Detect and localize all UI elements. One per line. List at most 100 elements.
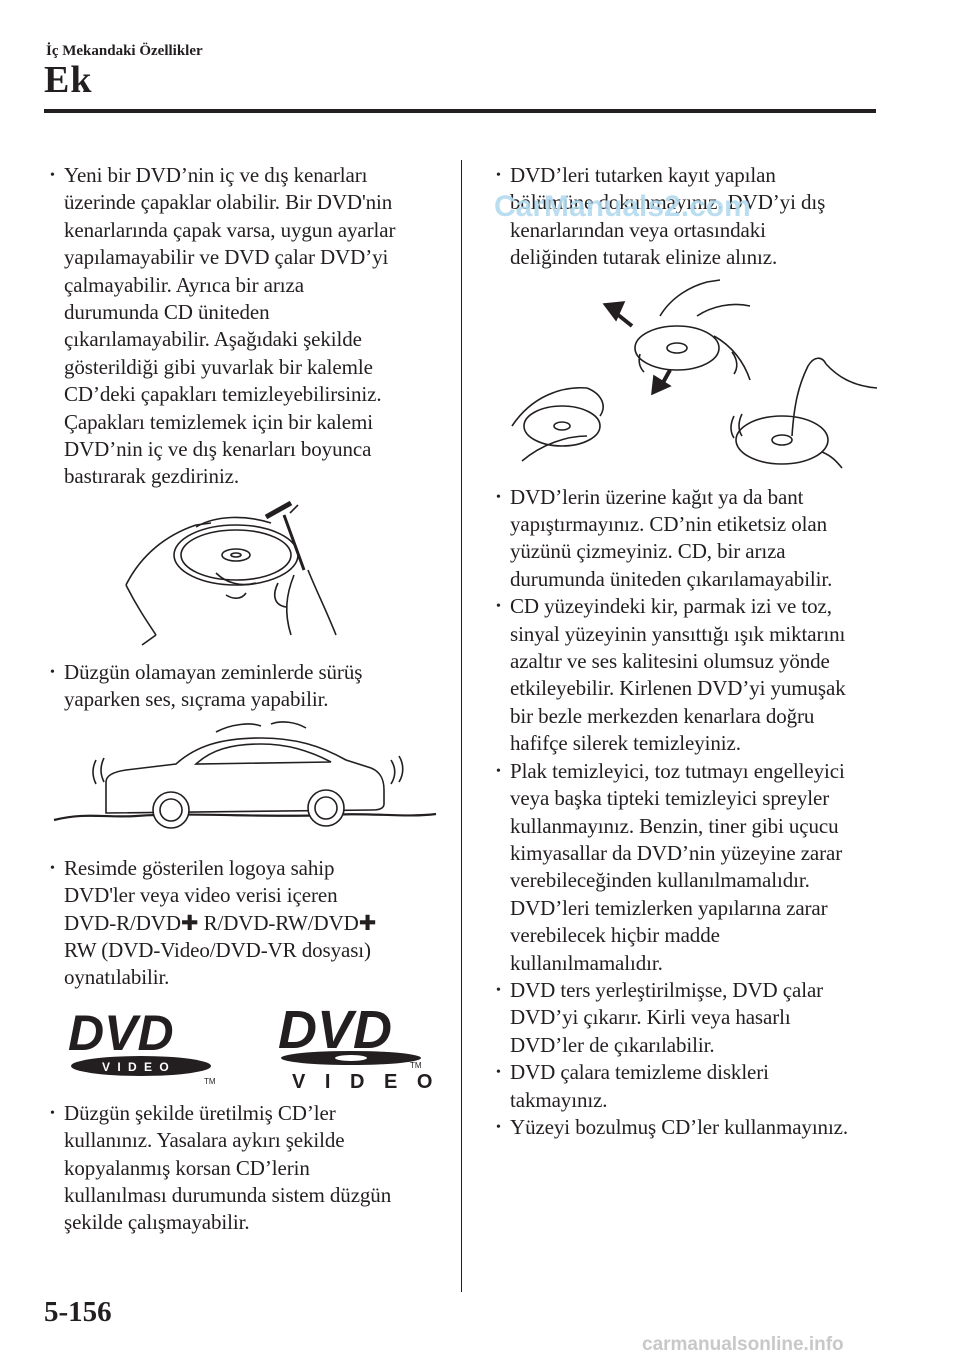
- bullet-text: Yüzeyi bozulmuş CD’ler kullanmayınız.: [510, 1114, 882, 1141]
- bullet-text: DVD çalara temizleme diskleri takmayınız…: [510, 1059, 882, 1114]
- text-line: kopyalanmış korsan CD’lerin: [64, 1155, 310, 1180]
- logo-text: DVD: [278, 1000, 392, 1060]
- text-line: DVD’leri temizlerken yapılarına zarar: [510, 895, 828, 920]
- text-line: CD’deki çapakları temizleyebilirsiniz.: [64, 382, 382, 407]
- logo-subtext: V I D E O: [102, 1060, 171, 1074]
- text-line: çıkarılamayabilir. Aşağıdaki şekilde: [64, 327, 362, 352]
- text-line: DVD’leri tutarken kayıt yapılan: [510, 163, 776, 187]
- car-on-bumpy-road-illustration: [46, 720, 441, 845]
- left-column: • Yeni bir DVD’nin iç ve dış kenarları ü…: [46, 162, 441, 1237]
- list-item: • DVD’lerin üzerine kağıt ya da bant yap…: [492, 484, 882, 594]
- text-line: kullanınız. Yasalara aykırı şekilde: [64, 1128, 345, 1153]
- text-line: kullanmayınız. Benzin, tiner gibi uçucu: [510, 813, 839, 838]
- text-line: takmayınız.: [510, 1087, 608, 1112]
- section-title: Ek: [44, 59, 93, 101]
- text-line: verebileceğinden kullanılmamalıdır.: [510, 868, 810, 893]
- text-line: deliğinden tutarak elinize alınız.: [510, 245, 778, 270]
- disc-handling-illustration: [492, 276, 882, 474]
- bullet-dot: •: [496, 489, 501, 505]
- bullet-text: Düzgün şekilde üretilmiş CD’ler kullanın…: [64, 1100, 441, 1237]
- bullet-dot: •: [496, 1065, 501, 1081]
- text-line: Resimde gösterilen logoya sahip: [64, 855, 335, 880]
- text-line: Çapakları temizlemek için bir kalemi: [64, 409, 373, 434]
- bullet-dot: •: [496, 763, 501, 779]
- bullet-dot: •: [50, 1105, 55, 1121]
- text-line: Yüzeyi bozulmuş CD’ler kullanmayınız.: [510, 1114, 849, 1139]
- bullet-text: Düzgün olamayan zeminlerde sürüş yaparke…: [64, 659, 441, 714]
- bullet-text: DVD’lerin üzerine kağıt ya da bant yapış…: [510, 484, 882, 594]
- text-line: kenarlarından veya ortasındaki: [510, 217, 766, 242]
- logo-text: DVD: [68, 1005, 174, 1061]
- text-line: DVD’yi çıkarır. Kirli veya hasarlı: [510, 1005, 791, 1030]
- text-line: verebilecek hiçbir madde: [510, 923, 720, 948]
- trademark-mark: TM: [204, 1077, 216, 1086]
- text-line: çalmayabilir. Ayrıca bir arıza: [64, 272, 304, 297]
- bullet-text: Yeni bir DVD’nin iç ve dış kenarları üze…: [64, 162, 441, 491]
- text-line: durumunda üniteden çıkarılamayabilir.: [510, 566, 833, 591]
- logo-subtext: V I D E O: [292, 1071, 439, 1093]
- list-item: • Plak temizleyici, toz tutmayı engelley…: [492, 758, 882, 977]
- text-line: kullanılmamalıdır.: [510, 950, 663, 975]
- column-divider: [461, 160, 462, 1292]
- text-line: yapıştırmayınız. CD’nin etiketsiz olan: [510, 512, 827, 537]
- bullet-dot: •: [50, 168, 55, 183]
- text-line: DVD’nin iç ve dış kenarları boyunca: [64, 437, 372, 462]
- dvd-video-logo-full: DVD V I D E O TM: [278, 1000, 439, 1093]
- right-column: • DVD’leri tutarken kayıt yapılan bölümü…: [492, 162, 882, 1141]
- text-line: kullanılması durumunda sistem düzgün: [64, 1182, 392, 1207]
- text-line: bölümüne dokunmayınız. DVD’yi dış: [510, 190, 826, 215]
- text-line: üzerinde çapaklar olabilir. Bir DVD'nin: [64, 190, 393, 215]
- text-line: bastırarak gezdiriniz.: [64, 464, 240, 489]
- text-line: oynatılabilir.: [64, 965, 170, 990]
- text-line: DVD-R/DVD✚ R/DVD-RW/DVD✚: [64, 910, 377, 935]
- list-item: • Düzgün olamayan zeminlerde sürüş yapar…: [46, 659, 441, 714]
- text-line: DVD'ler veya video verisi içeren: [64, 883, 338, 908]
- list-item: • Resimde gösterilen logoya sahip DVD'le…: [46, 855, 441, 992]
- text-line: Düzgün şekilde üretilmiş CD’ler: [64, 1100, 336, 1125]
- dvd-video-logo-compact: DVD V I D E O TM: [68, 1005, 216, 1086]
- text-line: DVD çalara temizleme diskleri: [510, 1060, 769, 1085]
- header-rule: [44, 109, 876, 113]
- watermark-footer: carmanualsonline.info: [642, 1334, 844, 1355]
- text-line: etkileyebilir. Kirlenen DVD’yi yumuşak: [510, 676, 846, 701]
- dvd-video-logos: DVD V I D E O TM DVD V I D E O TM: [46, 1000, 441, 1098]
- text-line: veya başka tipteki temizleyici spreyler: [510, 786, 830, 811]
- text-line: hafifçe silerek temizleyiniz.: [510, 731, 741, 756]
- text-line: yüzünü çizmeyiniz. CD, bir arıza: [510, 539, 786, 564]
- text-line: gösterildiği gibi yuvarlak bir kalemle: [64, 354, 373, 379]
- text-line: Plak temizleyici, toz tutmayı engelleyic…: [510, 758, 845, 783]
- bullet-dot: •: [50, 664, 55, 680]
- trademark-mark: TM: [410, 1061, 422, 1070]
- bullet-dot: •: [496, 599, 501, 615]
- bullet-dot: •: [496, 168, 501, 183]
- bullet-text: Resimde gösterilen logoya sahip DVD'ler …: [64, 855, 441, 992]
- list-item: • CD yüzeyindeki kir, parmak izi ve toz,…: [492, 593, 882, 757]
- list-item: • DVD çalara temizleme diskleri takmayın…: [492, 1059, 882, 1114]
- list-item: • DVD’leri tutarken kayıt yapılan bölümü…: [492, 162, 882, 272]
- text-line: kenarlarında çapak varsa, uygun ayarlar: [64, 217, 396, 242]
- page-number: 5-156: [44, 1296, 112, 1328]
- text-line: CD yüzeyindeki kir, parmak izi ve toz,: [510, 594, 832, 619]
- text-line: Düzgün olamayan zeminlerde sürüş: [64, 659, 363, 684]
- text-line: RW (DVD-Video/DVD-VR dosyası): [64, 937, 371, 962]
- list-item: • Yüzeyi bozulmuş CD’ler kullanmayınız.: [492, 1114, 882, 1141]
- disc-deburring-illustration: [46, 495, 441, 655]
- text-line: sinyal yüzeyinin yansıttığı ışık miktarı…: [510, 621, 846, 646]
- bullet-dot: •: [50, 860, 55, 876]
- text-line: azaltır ve ses kalitesini olumsuz yönde: [510, 649, 830, 674]
- bullet-text: DVD’leri tutarken kayıt yapılan bölümüne…: [510, 162, 882, 272]
- bullet-text: DVD ters yerleştirilmişse, DVD çalar DVD…: [510, 977, 882, 1059]
- text-line: bir bezle merkezden kenarlara doğru: [510, 703, 815, 728]
- text-line: yaparken ses, sıçrama yapabilir.: [64, 687, 329, 712]
- list-item: • Düzgün şekilde üretilmiş CD’ler kullan…: [46, 1100, 441, 1237]
- text-line: DVD’lerin üzerine kağıt ya da bant: [510, 484, 804, 509]
- text-line: kimyasallar da DVD’nin yüzeyine zarar: [510, 840, 843, 865]
- text-line: yapılamayabilir ve DVD çalar DVD’yi: [64, 245, 389, 270]
- text-line: DVD’ler de çıkarılabilir.: [510, 1032, 715, 1057]
- bullet-text: Plak temizleyici, toz tutmayı engelleyic…: [510, 758, 882, 977]
- text-line: şekilde çalışmayabilir.: [64, 1210, 250, 1235]
- list-item: • DVD ters yerleştirilmişse, DVD çalar D…: [492, 977, 882, 1059]
- text-line: DVD ters yerleştirilmişse, DVD çalar: [510, 977, 824, 1002]
- watermark-logo: CarManuals2.com: [494, 190, 751, 223]
- breadcrumb: İç Mekandaki Özellikler: [46, 43, 203, 59]
